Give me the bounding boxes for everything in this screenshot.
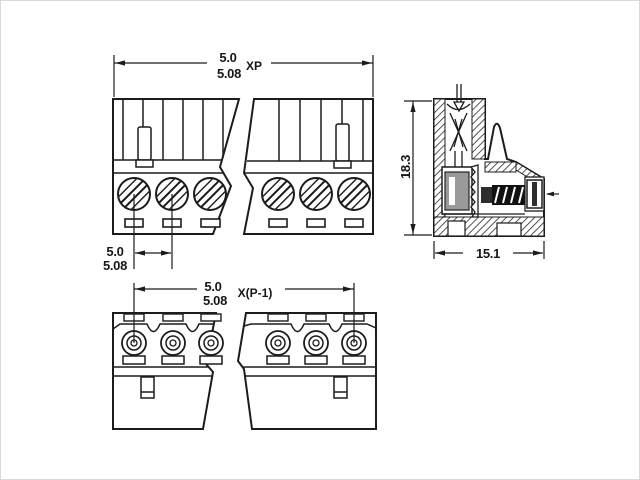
key-slot-right	[333, 123, 352, 169]
dimension-span	[133, 283, 355, 343]
label-height: 18.3	[398, 155, 413, 179]
label-depth: 15.1	[476, 246, 500, 261]
label-overall-suffix: XP	[246, 59, 262, 73]
serrated-clamp	[469, 164, 479, 218]
bottom-view	[112, 312, 377, 430]
clamp-screw	[492, 176, 545, 212]
bottom-latches	[140, 376, 348, 399]
label-overall-alt: 5.08	[217, 66, 241, 81]
label-pitch-alt: 5.08	[103, 258, 127, 273]
clamp-body	[444, 171, 470, 211]
key-slot-left	[135, 126, 154, 168]
dimension-overall-width	[113, 55, 374, 97]
bottom-slots	[122, 355, 366, 365]
test-pin	[452, 84, 466, 113]
label-overall-mm: 5.0	[219, 50, 236, 65]
label-span-mm: 5.0	[204, 279, 221, 294]
side-view	[433, 84, 559, 237]
dimension-height	[404, 100, 432, 236]
dimension-pitch	[133, 194, 173, 269]
label-span-alt: 5.08	[203, 293, 227, 308]
dimension-depth	[433, 241, 545, 259]
label-pitch-mm: 5.0	[106, 244, 123, 259]
label-span-suffix: X(P-1)	[238, 286, 273, 300]
screw-pointer	[546, 191, 559, 197]
front-view	[112, 98, 374, 235]
spring-contact	[446, 103, 471, 167]
